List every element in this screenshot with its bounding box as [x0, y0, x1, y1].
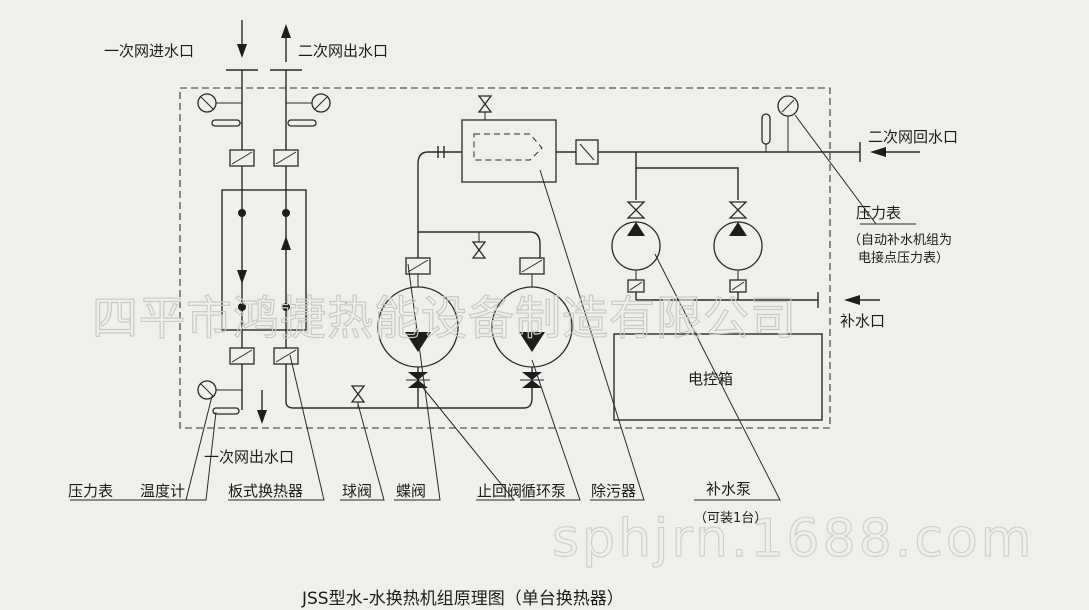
label-makeup-pump-note: （可装1台）	[694, 511, 767, 526]
label-secondary-outlet: 二次网出水口	[298, 42, 388, 60]
control-box	[613, 333, 823, 421]
ball-valve-icon	[728, 201, 748, 211]
label-pressure-gauge-right: 压力表	[856, 204, 901, 222]
label-secondary-return: 二次网回水口	[868, 128, 958, 146]
check-valve-icon	[408, 372, 428, 380]
legend-ball-valve: 球阀	[342, 482, 372, 500]
butterfly-valve-icon	[229, 149, 255, 167]
diagram-title: JSS型水-水换热机组原理图（单台换热器）	[301, 589, 624, 609]
legend-check-valve: 止回阀	[477, 482, 522, 500]
makeup-pump-2	[713, 201, 763, 300]
pressure-gauge-icon	[286, 93, 331, 113]
makeup-pump-1	[611, 201, 661, 300]
legend-butterfly-valve: 蝶阀	[396, 482, 426, 500]
arrow-left-icon	[870, 147, 920, 157]
ball-valve-icon	[477, 95, 493, 106]
arrow-down-icon	[237, 20, 247, 58]
arrow-up-icon	[281, 236, 291, 250]
butterfly-valve-icon	[273, 149, 299, 167]
circulation-pump-1	[377, 257, 459, 408]
legend-pressure-gauge: 压力表	[68, 482, 113, 500]
arrow-down-icon	[257, 390, 267, 424]
arrow-left-icon	[844, 295, 880, 305]
dirt-separator	[461, 95, 557, 183]
legend-plate-heat-exchanger: 板式换热器	[228, 482, 303, 500]
pressure-gauge-icon	[777, 95, 799, 152]
arrow-up-icon	[281, 24, 291, 62]
check-valve-icon	[575, 139, 599, 165]
label-pressure-note-1: （自动补水机组为	[848, 233, 952, 248]
makeup-discharge-header	[635, 152, 739, 200]
plate-heat-exchanger	[221, 189, 307, 331]
ball-valve-icon	[471, 232, 487, 259]
thermometer-icon	[211, 119, 242, 127]
watermark-site: sphjrn.1688.com	[552, 509, 1034, 569]
circulation-pump-2	[491, 257, 573, 395]
circulation-return-pipe	[285, 395, 533, 409]
label-makeup-inlet: 补水口	[840, 312, 885, 330]
pump-icon	[627, 222, 645, 236]
skid-boundary	[179, 87, 831, 429]
ball-valve-icon	[626, 201, 646, 211]
legend-dirt-separator: 除污器	[591, 482, 636, 500]
watermark-company: 四平市鸿捷热能设备制造有限公司	[92, 291, 797, 345]
label-control-box: 电控箱	[688, 370, 733, 388]
pressure-gauge-icon	[197, 380, 242, 400]
pump-icon	[405, 332, 431, 352]
label-makeup-pump: 补水泵	[706, 480, 751, 498]
butterfly-valve-icon	[229, 347, 255, 365]
pressure-gauge-icon	[197, 93, 242, 113]
thermometer-icon	[287, 119, 317, 127]
butterfly-valve-icon	[273, 347, 299, 365]
legend-circulation-pump: 循环泵	[521, 482, 566, 500]
pump-icon	[729, 222, 747, 236]
legend-thermometer: 温度计	[140, 482, 185, 500]
thermometer-icon	[212, 407, 240, 415]
check-valve-icon	[522, 372, 542, 380]
leader-lines	[70, 114, 916, 501]
ball-valve-icon	[350, 385, 366, 408]
thermometer-icon	[761, 113, 771, 152]
arrow-down-icon	[237, 270, 247, 284]
label-pressure-note-2: 电接点压力表）	[858, 250, 949, 266]
label-primary-inlet: 一次网进水口	[104, 42, 194, 60]
label-primary-outlet: 一次网出水口	[204, 448, 294, 466]
pump-icon	[519, 332, 545, 352]
